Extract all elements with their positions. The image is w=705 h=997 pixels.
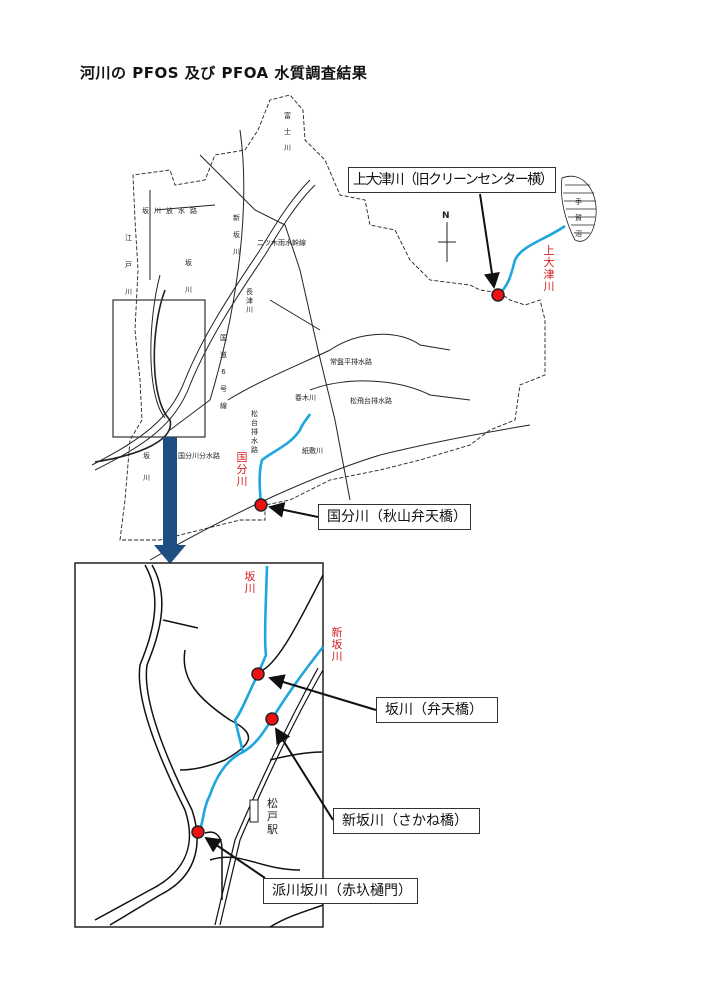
label-futatsugi: 二ツ木雨水幹線 <box>257 239 306 247</box>
city-boundary <box>119 94 546 541</box>
label-sakagawa-hosuiro: 坂川放水路 <box>142 207 202 215</box>
label-matsuhidai: 松飛台排水路 <box>350 397 392 405</box>
label-tokiwadaira: 常盤平排水路 <box>330 358 372 366</box>
main-site-markers <box>254 193 505 518</box>
callout-hasen: 派川坂川（赤圦樋門） <box>263 878 418 904</box>
label-route6: 国道6号線 <box>220 334 227 410</box>
callout-kokubun: 国分川（秋山弁天橋） <box>318 504 471 530</box>
hatched-teganuma <box>560 175 597 242</box>
page-title: 河川の PFOS 及び PFOA 水質調査結果 <box>80 64 368 82</box>
label-kamiotsu-river: 上大津川 <box>543 244 555 293</box>
rivers-highlighted <box>258 224 566 506</box>
callout-kamiotsu: 上大津川（旧クリーンセンター横） <box>348 167 556 193</box>
north-arrow <box>438 222 456 262</box>
label-fujikawa: 富士川 <box>284 112 291 152</box>
label-kokubun-river: 国分川 <box>236 451 248 488</box>
inset-rivers <box>196 565 325 833</box>
label-sakagawa: 坂川 <box>185 259 192 294</box>
callout-shinsakagawa: 新坂川（さかね橋） <box>333 808 480 834</box>
label-nagatsugawa: 長津川 <box>246 288 253 314</box>
label-kamishikigawa: 紙敷川 <box>302 447 323 455</box>
label-sakagawa-river: 坂川 <box>244 570 256 595</box>
label-edogawa: 江戸川 <box>125 234 132 296</box>
inset-lines <box>94 564 324 928</box>
inset-site-markers <box>191 667 377 879</box>
callout-sakagawa: 坂川（弁天橋） <box>376 697 498 723</box>
label-harukigawa: 春木川 <box>295 394 316 402</box>
matsudo-station-marker <box>249 799 259 823</box>
roads-rail <box>91 129 531 561</box>
label-teganuma: 手賀沼 <box>575 198 582 238</box>
inset-pointer-arrow <box>154 437 186 564</box>
label-sakagawa-south: 坂川 <box>143 452 150 482</box>
label-shinsakagawa-river: 新坂川 <box>331 626 343 663</box>
inset-extent-box <box>112 299 206 438</box>
label-matsudai: 松台排水路 <box>251 410 258 454</box>
label-matsudo-station: 松戸駅 <box>267 797 278 836</box>
north-label: N <box>442 211 450 221</box>
label-shinsakagawa: 新坂川 <box>233 214 240 256</box>
label-kokubun-bunsuiro: 国分川分水路 <box>178 452 220 460</box>
